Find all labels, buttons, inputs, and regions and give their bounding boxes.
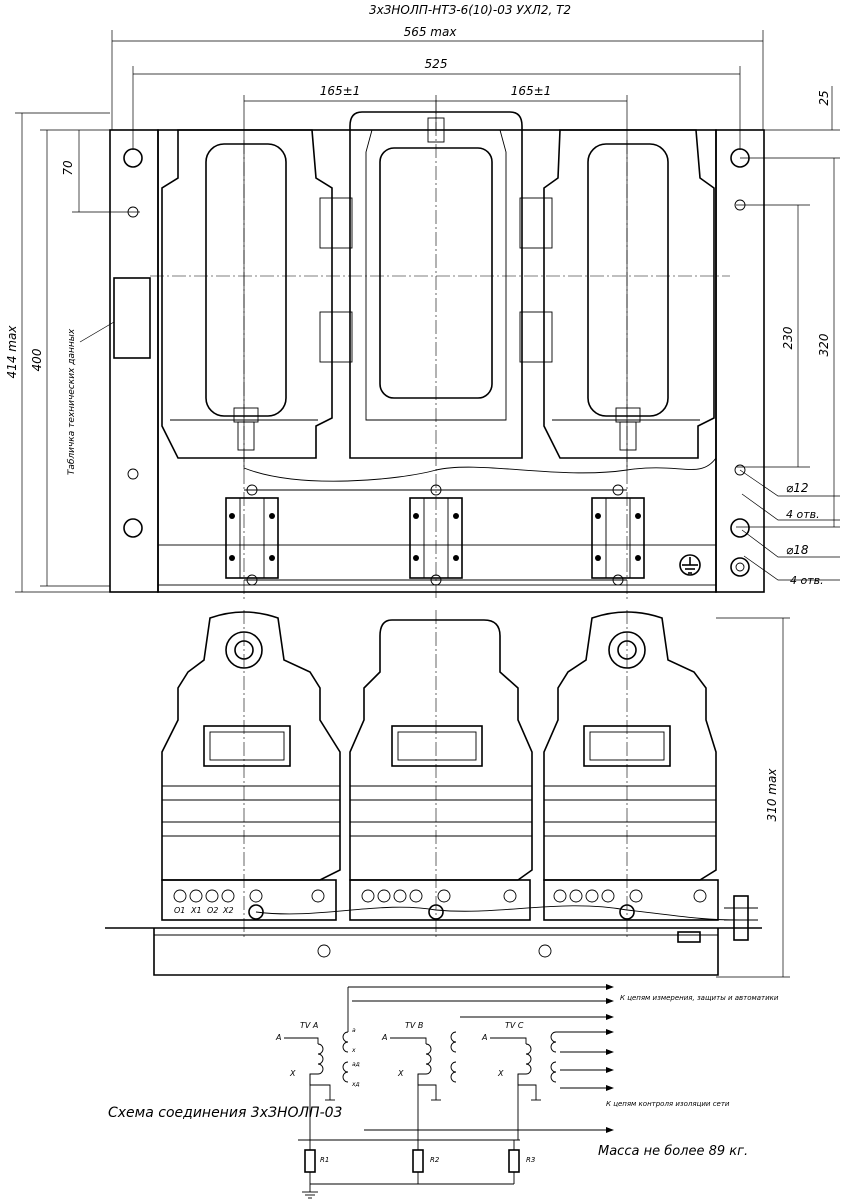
left-dimensions: 414 max 400 70 Табличка технических данн… xyxy=(5,112,140,593)
plan-view xyxy=(109,100,765,600)
resistor-r3: R3 xyxy=(526,1156,535,1164)
drawing-title: 3хЗНОЛП-НТЗ-6(10)-03 УХЛ2, Т2 xyxy=(369,3,571,17)
terminal-label-o1: О1 xyxy=(174,906,185,915)
dim-slot-distance: 230 xyxy=(781,326,795,349)
mass-note: Масса не более 89 кг. xyxy=(598,1144,748,1159)
dim-overall-depth: 414 max xyxy=(5,325,19,379)
hole-large-dia: ⌀18 xyxy=(786,543,809,557)
terminal-label-x2: X2 xyxy=(222,906,234,915)
tv-b-label: TV B xyxy=(405,1021,423,1030)
side-view: 310 max О1 X1 О2 X2 xyxy=(105,610,790,978)
tv-a-terminal-a: A xyxy=(275,1033,281,1042)
tv-a-sec-x: x xyxy=(351,1047,356,1054)
dim-overall-width: 565 max xyxy=(404,25,458,39)
hole-small-dia: ⌀12 xyxy=(786,481,809,495)
tv-a-sec-a: a xyxy=(352,1027,356,1034)
hole-small-count: 4 отв. xyxy=(786,508,820,521)
tv-a-label: TV A xyxy=(300,1021,318,1030)
hole-large-count: 4 отв. xyxy=(790,574,824,587)
dim-hole-offset: 70 xyxy=(61,160,75,176)
terminal-screws xyxy=(173,889,707,903)
top-dimensions: 565 max 525 165±1 165±1 xyxy=(111,25,764,470)
nameplate-label: Табличка технических данных xyxy=(67,328,77,475)
dim-depth: 400 xyxy=(30,348,44,371)
dim-top-offset: 25 xyxy=(817,90,831,105)
tv-a-terminal-x: X xyxy=(289,1069,296,1078)
connection-schematic: TV A A X a x aд xд TV B A X TV C A X xyxy=(108,984,779,1199)
dim-height: 310 max xyxy=(765,768,779,822)
schematic-caption: Схема соединения 3хЗНОЛП-03 xyxy=(108,1105,342,1121)
terminal-label-x1: X1 xyxy=(190,906,202,915)
tv-c-label: TV C xyxy=(505,1021,524,1030)
tv-a-sec-xd: xд xyxy=(351,1081,360,1088)
dim-pitch-right: 165±1 xyxy=(511,84,552,98)
terminal-label-o2: О2 xyxy=(207,906,218,915)
right-dimensions: 25 230 320 ⌀12 4 отв. ⌀18 4 отв. xyxy=(736,86,840,587)
tv-c-terminal-a: A xyxy=(481,1033,487,1042)
output-measure-note: К цепям измерения, защиты и автоматики xyxy=(620,994,779,1002)
resistor-r2: R2 xyxy=(430,1156,440,1164)
tv-b-terminal-x: X xyxy=(397,1069,404,1078)
dim-pitch-left: 165±1 xyxy=(320,84,361,98)
dim-hole-spacing: 525 xyxy=(425,57,448,71)
tv-b-terminal-a: A xyxy=(381,1033,387,1042)
resistor-r1: R1 xyxy=(320,1156,329,1164)
tv-c-terminal-x: X xyxy=(497,1069,504,1078)
output-insulation-note: К цепям контроля изоляции сети xyxy=(606,1100,730,1108)
dim-hole-distance: 320 xyxy=(817,333,831,356)
tv-a-sec-ad: aд xyxy=(352,1061,360,1068)
